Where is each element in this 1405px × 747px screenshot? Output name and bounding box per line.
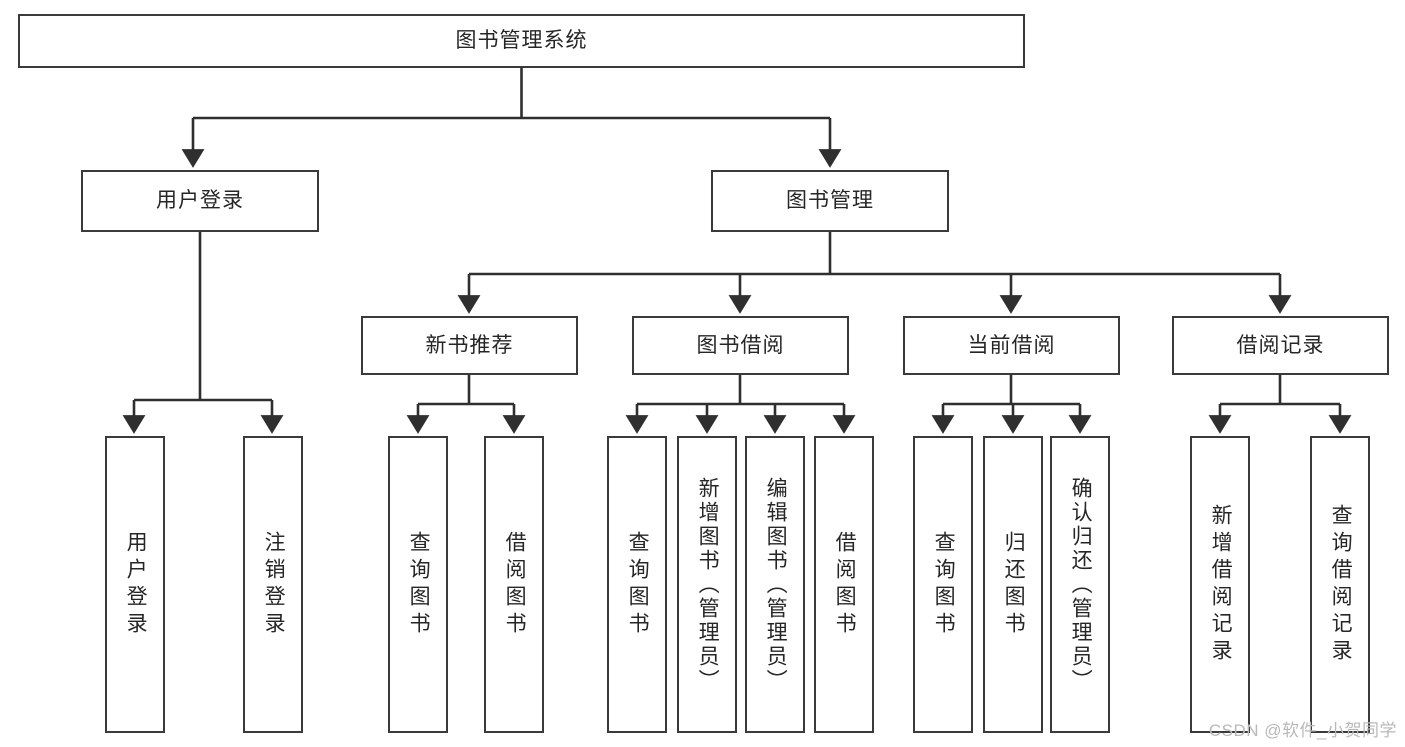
node-label: 查询图书: [407, 530, 431, 639]
node-label: 新书推荐: [425, 333, 514, 357]
leaf-query-borrow-record[interactable]: 查询借阅记录: [1310, 436, 1370, 733]
node-label: 新增借阅记录: [1209, 503, 1233, 666]
node-current-borrow[interactable]: 当前借阅: [903, 316, 1120, 375]
leaf-add-book-admin[interactable]: 新增图书（管理员）: [677, 436, 737, 733]
leaf-query-book-current[interactable]: 查询图书: [913, 436, 973, 733]
node-label: 新增图书（管理员）: [696, 476, 720, 693]
node-borrow-record[interactable]: 借阅记录: [1172, 316, 1389, 375]
node-label: 确认归还（管理员）: [1069, 476, 1093, 693]
leaf-add-borrow-record[interactable]: 新增借阅记录: [1190, 436, 1250, 733]
node-label: 图书管理: [786, 189, 874, 213]
node-label: 图书管理系统: [455, 29, 588, 53]
leaf-return-book[interactable]: 归还图书: [983, 436, 1043, 733]
node-label: 借阅图书: [503, 530, 527, 639]
node-book-management[interactable]: 图书管理: [711, 170, 949, 232]
node-book-borrow[interactable]: 图书借阅: [632, 316, 849, 375]
node-label: 当前借阅: [967, 333, 1056, 357]
node-user-login[interactable]: 用户登录: [81, 170, 319, 232]
node-label: 用户登录: [124, 530, 148, 639]
node-label: 归还图书: [1002, 530, 1026, 639]
node-root[interactable]: 图书管理系统: [18, 14, 1025, 68]
node-label: 查询借阅记录: [1329, 503, 1353, 666]
leaf-edit-book-admin[interactable]: 编辑图书（管理员）: [745, 436, 805, 733]
leaf-confirm-return-admin[interactable]: 确认归还（管理员）: [1050, 436, 1110, 733]
node-label: 注销登录: [262, 530, 286, 639]
leaf-user-login[interactable]: 用户登录: [105, 436, 165, 733]
node-label: 查询图书: [626, 530, 650, 639]
node-label: 用户登录: [156, 189, 244, 213]
leaf-borrow-book[interactable]: 借阅图书: [814, 436, 874, 733]
node-label: 图书借阅: [696, 333, 785, 357]
node-label: 查询图书: [932, 530, 956, 639]
leaf-query-book-borrow[interactable]: 查询图书: [607, 436, 667, 733]
node-label: 借阅记录: [1236, 333, 1325, 357]
watermark-text: CSDN @软件_小贺同学: [1208, 721, 1397, 740]
node-label: 编辑图书（管理员）: [764, 476, 788, 693]
leaf-query-book-recommend[interactable]: 查询图书: [388, 436, 448, 733]
leaf-borrow-book-recommend[interactable]: 借阅图书: [484, 436, 544, 733]
node-new-book-recommend[interactable]: 新书推荐: [361, 316, 578, 375]
node-label: 借阅图书: [833, 530, 857, 639]
leaf-logout[interactable]: 注销登录: [243, 436, 303, 733]
